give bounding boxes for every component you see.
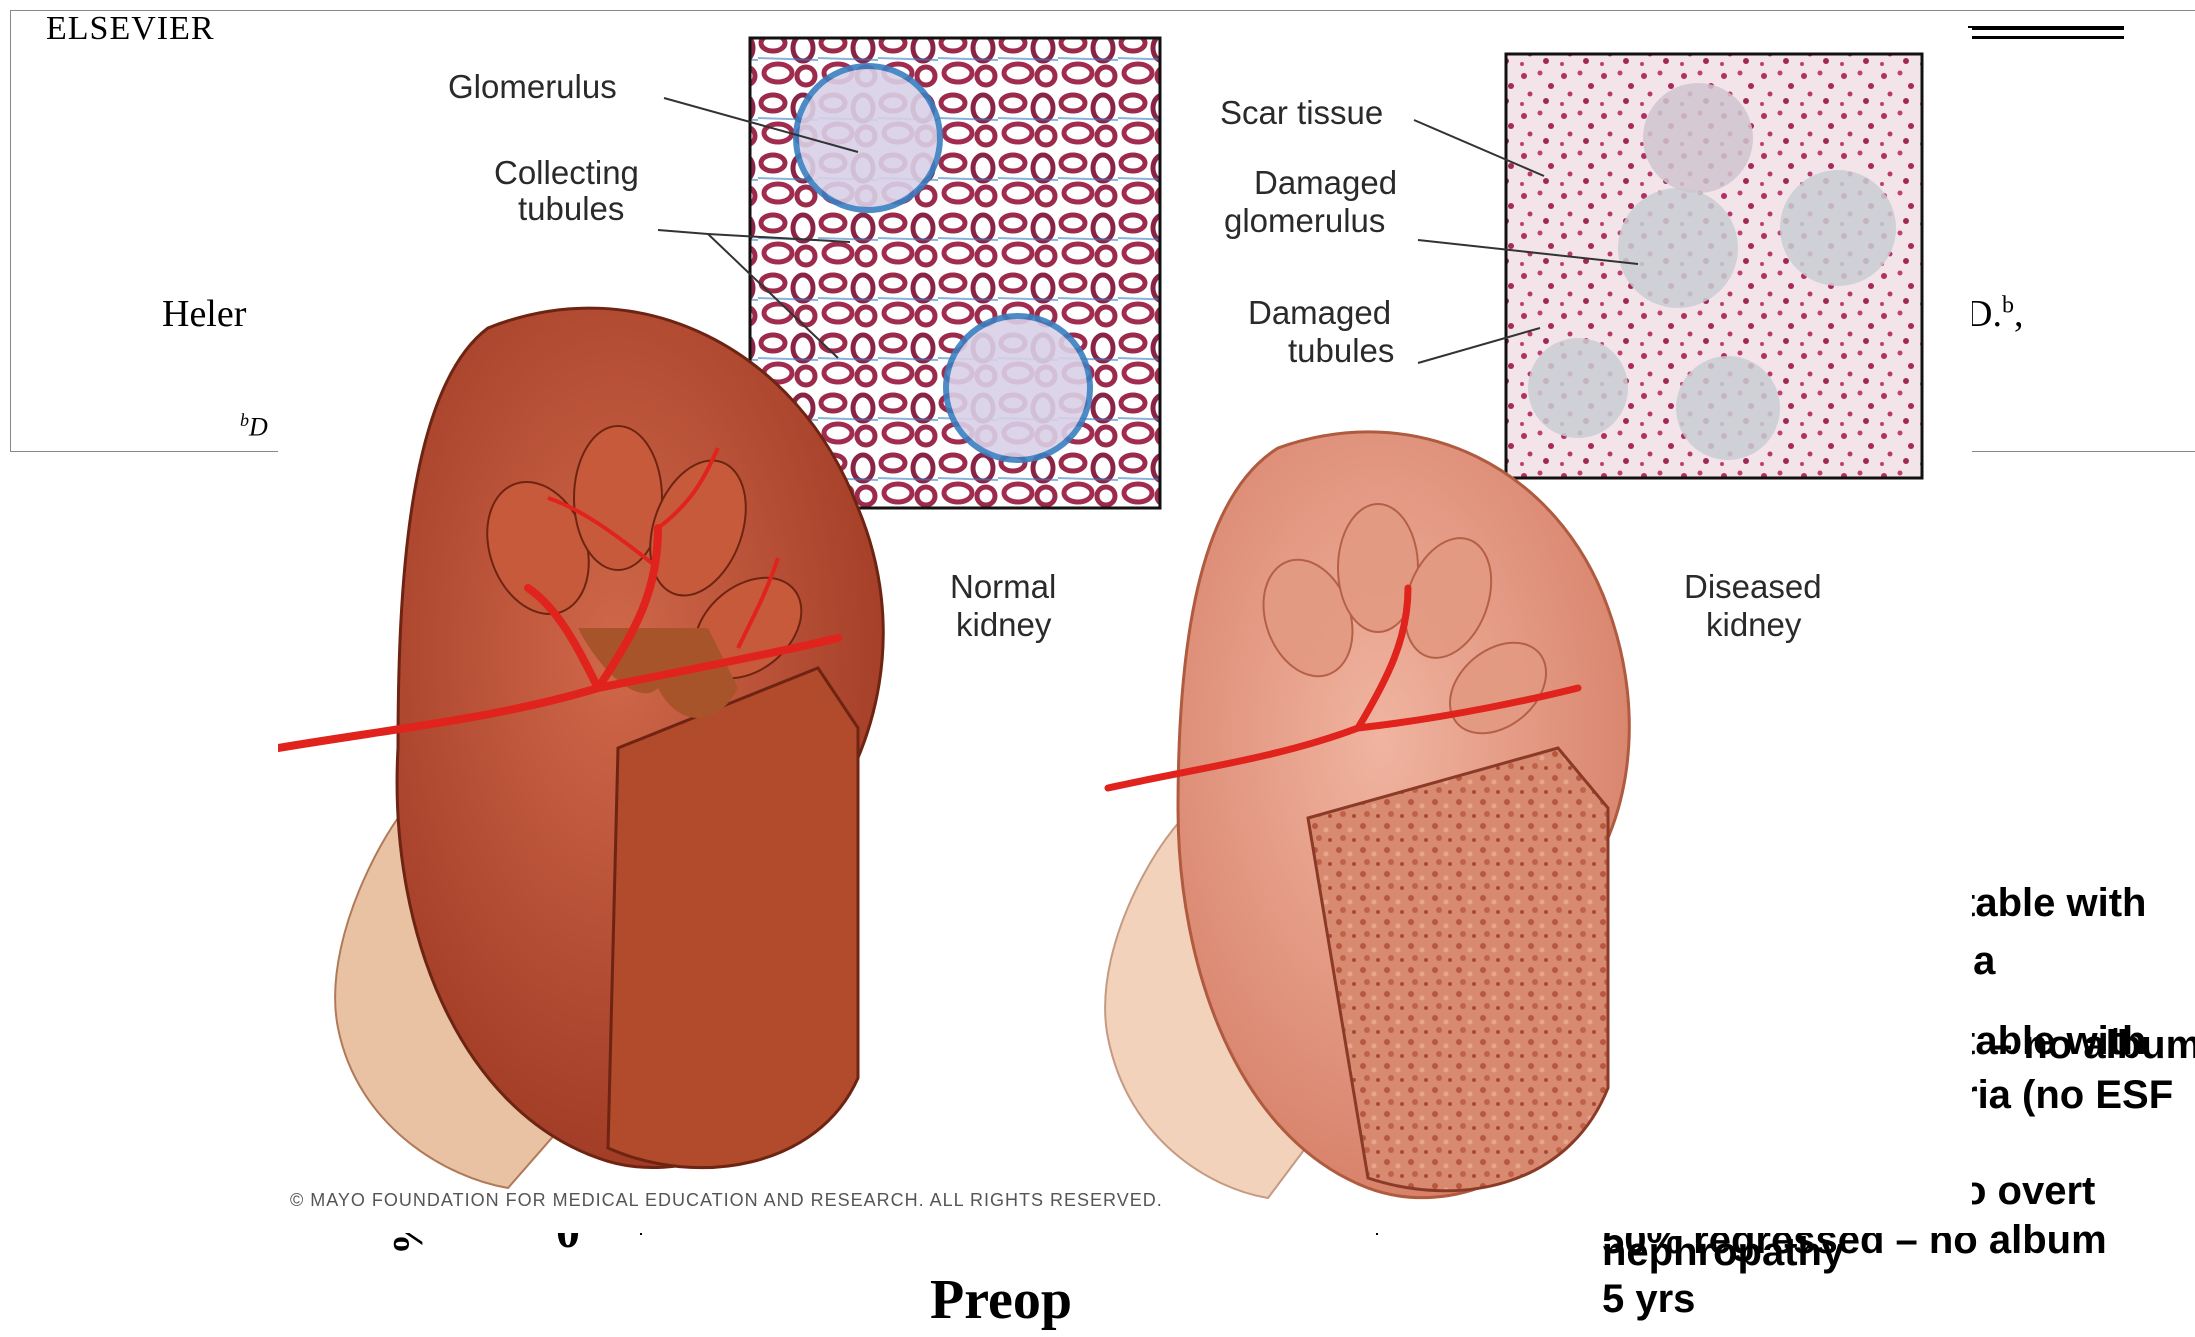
bullet-text: ria (no ESF (1962, 1072, 2173, 1118)
label-damaged-tubules: tubules (1288, 332, 1394, 369)
diseased-kidney-drawing (1105, 432, 1629, 1198)
label-damaged-glomerulus: Damaged (1254, 164, 1397, 201)
author-degree-fragment: D.b, (1965, 292, 2023, 336)
label-damaged-glomerulus: glomerulus (1224, 202, 1385, 239)
x-axis-label: Preop (930, 1268, 1072, 1332)
bullet-text: o overt (1962, 1168, 2095, 1214)
label-damaged-tubules: Damaged (1248, 294, 1391, 331)
label-collecting: Collecting (494, 154, 639, 191)
label-diseased-kidney: kidney (1706, 606, 1802, 643)
label-diseased-kidney: Diseased (1684, 568, 1822, 605)
bullet-text: nephropathy (1602, 1230, 1844, 1275)
label-glomerulus: Glomerulus (448, 68, 617, 105)
label-normal-kidney: kidney (956, 606, 1052, 643)
label-scar-tissue: Scar tissue (1220, 94, 1383, 131)
normal-kidney-drawing (278, 308, 883, 1188)
kidney-illustration: Glomerulus Collecting tubules Scar tissu… (278, 28, 1972, 1233)
publisher-logo-text: ELSEVIER (46, 10, 215, 48)
author-name-fragment: Heler (162, 292, 246, 336)
bullet-text: 5 yrs (1602, 1276, 1695, 1322)
header-rule (1968, 36, 2124, 39)
bullet-text: table with (1962, 880, 2146, 926)
copyright-text: © MAYO FOUNDATION FOR MEDICAL EDUCATION … (290, 1190, 1163, 1210)
affiliation-fragment: bD (240, 410, 268, 443)
label-collecting: tubules (518, 190, 624, 227)
bullet-text: – no album (1990, 1022, 2195, 1068)
header-rule (1968, 26, 2124, 30)
label-normal-kidney: Normal (950, 568, 1056, 605)
